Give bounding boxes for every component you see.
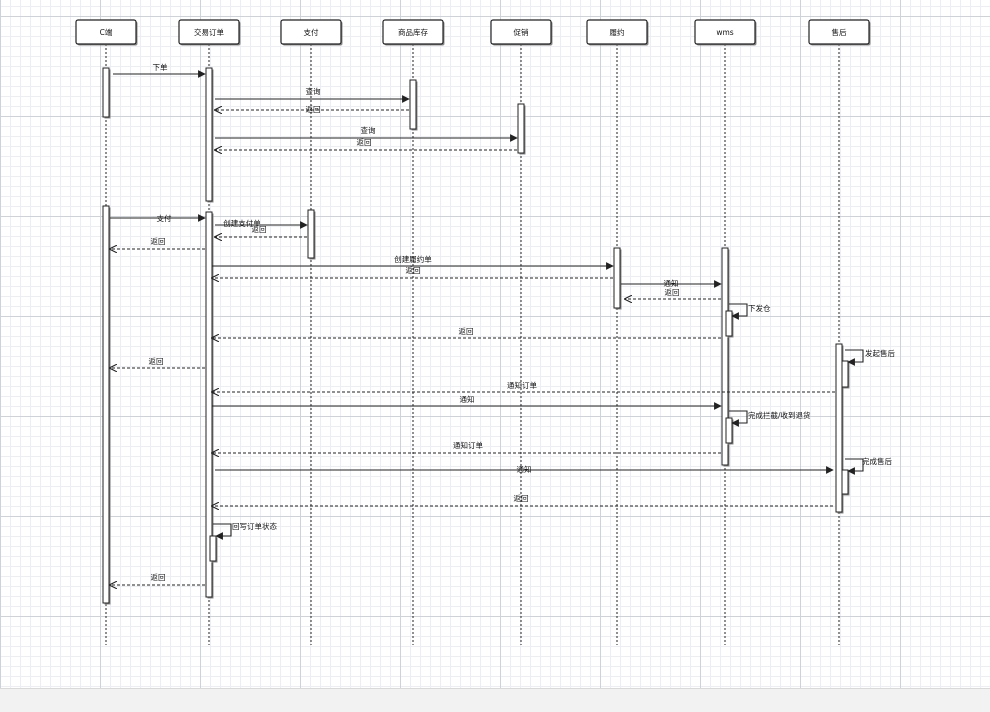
diagram-canvas	[0, 0, 990, 688]
participant-label: wms	[716, 28, 733, 37]
activation-bar	[613, 247, 621, 309]
message-label: 返回	[459, 327, 474, 336]
message-label: 返回	[306, 105, 321, 114]
activation-bar	[205, 67, 213, 202]
activation-bar	[102, 67, 110, 118]
message-label: 返回	[665, 288, 680, 297]
activation-bar	[841, 360, 849, 388]
activation-bar	[205, 211, 213, 598]
participant-box	[490, 19, 552, 45]
message-label: 支付	[157, 213, 172, 223]
self-message-arrow	[729, 410, 748, 427]
activation-bar	[841, 469, 849, 495]
participant-label: 促销	[514, 27, 529, 37]
self-message-arrow	[729, 303, 748, 320]
bottom-bar	[0, 688, 990, 712]
message-label: 返回	[357, 138, 372, 147]
message-label: 完成售后	[862, 456, 892, 466]
message-label: 查询	[306, 86, 321, 96]
message-label: 查询	[361, 125, 376, 135]
self-message-arrow	[845, 349, 864, 366]
message-label: 通知订单	[453, 440, 483, 450]
message-label: 创建支付单	[223, 218, 261, 228]
participant-label: 商品库存	[398, 27, 428, 37]
message-label: 通知	[664, 278, 679, 288]
participant-label: 支付	[304, 27, 319, 37]
message-label: 发起售后	[865, 348, 895, 358]
participant-box	[808, 19, 870, 45]
participant-label: 售后	[832, 27, 847, 37]
participant-box	[694, 19, 756, 45]
participant-box	[178, 19, 240, 45]
activation-bar	[209, 535, 217, 562]
message-label: 返回	[514, 494, 529, 503]
participant-label: C端	[100, 27, 113, 37]
activation-bar	[835, 343, 843, 513]
participant-box	[280, 19, 342, 45]
message-label: 返回	[406, 266, 421, 275]
activation-bar	[725, 417, 733, 444]
activation-bar	[721, 247, 729, 466]
message-label: 返回	[151, 573, 166, 582]
message-label: 回写订单状态	[232, 521, 277, 531]
message-label: 创建履约单	[394, 254, 432, 264]
message-label: 通知	[460, 394, 475, 404]
participant-label: 履约	[610, 27, 625, 37]
self-message-arrow	[845, 458, 864, 475]
message-label: 通知订单	[507, 380, 537, 390]
participant-box	[586, 19, 648, 45]
message-label: 下发仓	[748, 303, 771, 313]
activation-bar	[725, 310, 733, 337]
message-label: 完成拦截/收到退货	[748, 410, 811, 420]
message-label: 通知	[517, 464, 532, 474]
participant-label: 交易订单	[194, 27, 224, 37]
message-label: 返回	[149, 357, 164, 366]
activation-bar	[517, 103, 525, 154]
self-message-arrow	[213, 523, 232, 540]
participant-box	[75, 19, 137, 45]
activation-bar	[307, 209, 315, 259]
activation-bar	[102, 205, 110, 604]
participant-box	[382, 19, 444, 45]
activation-bar	[409, 79, 417, 130]
message-label: 返回	[252, 225, 267, 234]
message-label: 下单	[153, 62, 168, 72]
message-label: 返回	[151, 237, 166, 246]
